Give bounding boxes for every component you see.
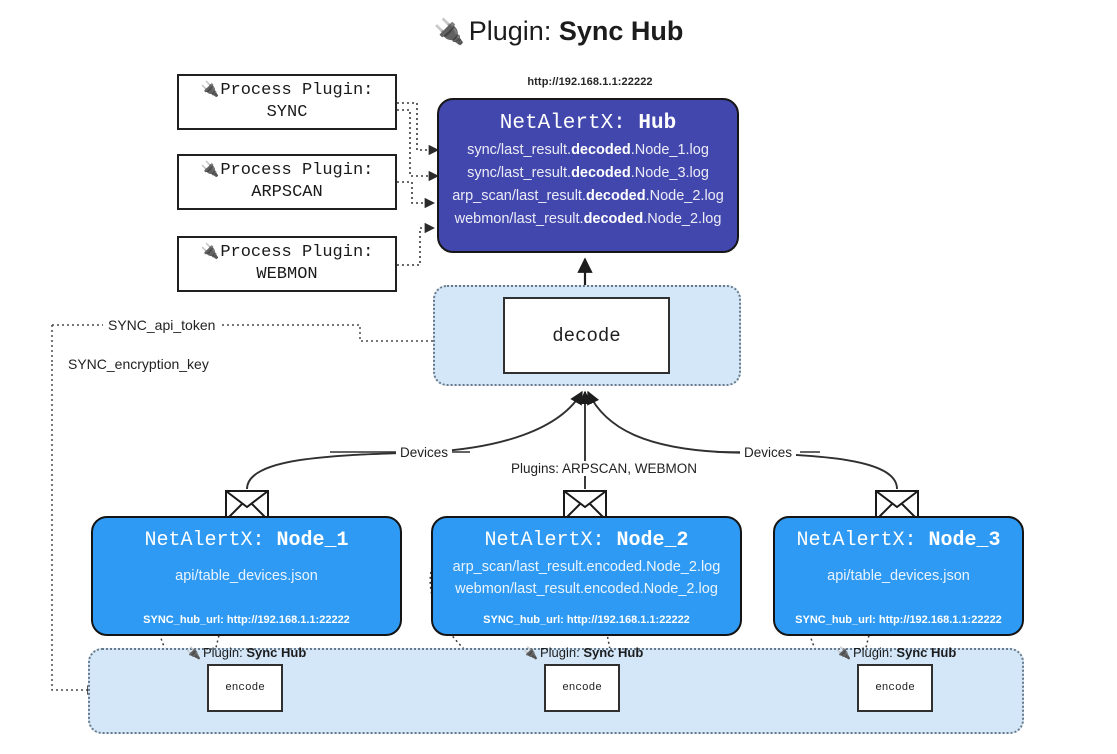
process-plugin-arpscan[interactable]: 🔌Process Plugin: ARPSCAN (177, 154, 397, 210)
node-row: api/table_devices.json (175, 568, 318, 584)
hub-url-label: http://192.168.1.1:22222 (527, 76, 653, 88)
process-plugin-header: 🔌Process Plugin: (200, 242, 374, 263)
plug-icon: 🔌 (200, 160, 220, 179)
node-hub-url: SYNC_hub_url: http://192.168.1.1:22222 (483, 614, 690, 626)
plug-icon: 🔌 (433, 18, 465, 46)
edge-webmon-to-log4 (397, 222, 436, 266)
sync-api-token-label: SYNC_api_token (103, 317, 221, 333)
hub-log-row: sync/last_result.decoded.Node_3.log (467, 165, 709, 181)
node-title: NetAlertX: Node_1 (144, 529, 349, 552)
node-title: NetAlertX: Node_2 (484, 529, 689, 552)
hub-log-row: arp_scan/last_result.decoded.Node_2.log (452, 188, 724, 204)
encode-box-node-1[interactable]: encode (207, 664, 283, 712)
edge-label-devices-left: Devices (396, 445, 453, 460)
node-box-node-1[interactable]: NetAlertX: Node_1 api/table_devices.json… (91, 516, 402, 636)
hub-node[interactable]: NetAlertX: Hub sync/last_result.decoded.… (437, 98, 739, 253)
edge-sync-to-log2 (397, 109, 440, 182)
encoder-plugin-label: 🔌Plugin: Sync Hub (836, 645, 957, 660)
node-row: webmon/last_result.encoded.Node_2.log (455, 581, 718, 597)
edge-sync-to-log1 (397, 102, 440, 156)
hub-title: NetAlertX: Hub (499, 112, 677, 135)
plug-icon: 🔌 (186, 646, 201, 660)
plug-icon: 🔌 (200, 242, 220, 261)
process-plugin-name: ARPSCAN (251, 183, 323, 202)
decode-box[interactable]: decode (503, 297, 670, 374)
node-row: api/table_devices.json (827, 568, 970, 584)
encode-box-node-3[interactable]: encode (857, 664, 933, 712)
encoder-plugin-label: 🔌Plugin: Sync Hub (186, 645, 307, 660)
edge-arpscan-to-log3 (397, 181, 436, 209)
process-plugin-name: SYNC (266, 103, 308, 122)
title-prefix: Plugin: (468, 16, 552, 46)
encoder-plugin-label: 🔌Plugin: Sync Hub (523, 645, 644, 660)
node-row: arp_scan/last_result.encoded.Node_2.log (452, 559, 721, 575)
process-plugin-sync[interactable]: 🔌Process Plugin: SYNC (177, 74, 397, 130)
plug-icon: 🔌 (200, 80, 220, 99)
process-plugin-header: 🔌Process Plugin: (200, 80, 374, 101)
process-plugin-name: WEBMON (256, 265, 318, 284)
edge-encryption-key-to-band (51, 364, 97, 695)
page-title: 🔌Plugin: Sync Hub (0, 16, 1117, 47)
plug-icon: 🔌 (836, 646, 851, 660)
node-title: NetAlertX: Node_3 (796, 529, 1001, 552)
node-hub-url: SYNC_hub_url: http://192.168.1.1:22222 (795, 614, 1002, 626)
title-name: Sync Hub (558, 16, 684, 46)
plug-icon: 🔌 (523, 646, 538, 660)
process-plugin-webmon[interactable]: 🔌Process Plugin: WEBMON (177, 236, 397, 292)
hub-log-row: webmon/last_result.decoded.Node_2.log (454, 211, 722, 227)
node-box-node-2[interactable]: NetAlertX: Node_2 arp_scan/last_result.e… (431, 516, 742, 636)
node-hub-url: SYNC_hub_url: http://192.168.1.1:22222 (143, 614, 350, 626)
edge-label-devices-right: Devices (740, 445, 797, 460)
edge-label-plugins: Plugins: ARPSCAN, WEBMON (507, 461, 702, 476)
sync-encryption-key-label: SYNC_encryption_key (63, 356, 214, 372)
process-plugin-header: 🔌Process Plugin: (200, 160, 374, 181)
hub-log-row: sync/last_result.decoded.Node_1.log (467, 142, 709, 158)
encode-box-node-2[interactable]: encode (544, 664, 620, 712)
node-box-node-3[interactable]: NetAlertX: Node_3 api/table_devices.json… (773, 516, 1024, 636)
